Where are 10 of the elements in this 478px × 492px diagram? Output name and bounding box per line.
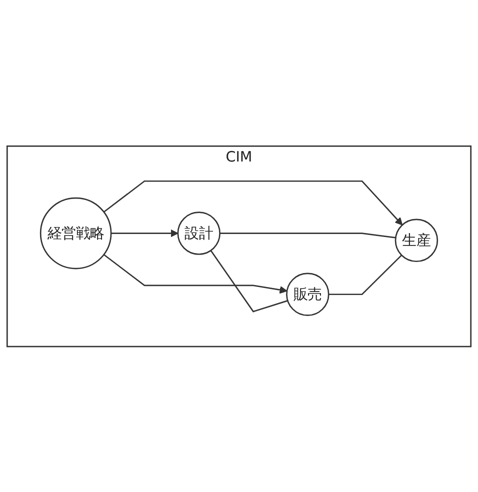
connector (220, 232, 396, 238)
connector (328, 254, 402, 295)
node-circle: 経営戦略 (40, 197, 112, 269)
node-circle: 生産 (394, 218, 438, 262)
node-circle: 設計 (177, 211, 220, 255)
node-circle: 販売 (286, 272, 330, 316)
connector (210, 250, 288, 312)
arrow (103, 180, 403, 225)
arrow (103, 254, 288, 294)
arrow (111, 229, 178, 237)
